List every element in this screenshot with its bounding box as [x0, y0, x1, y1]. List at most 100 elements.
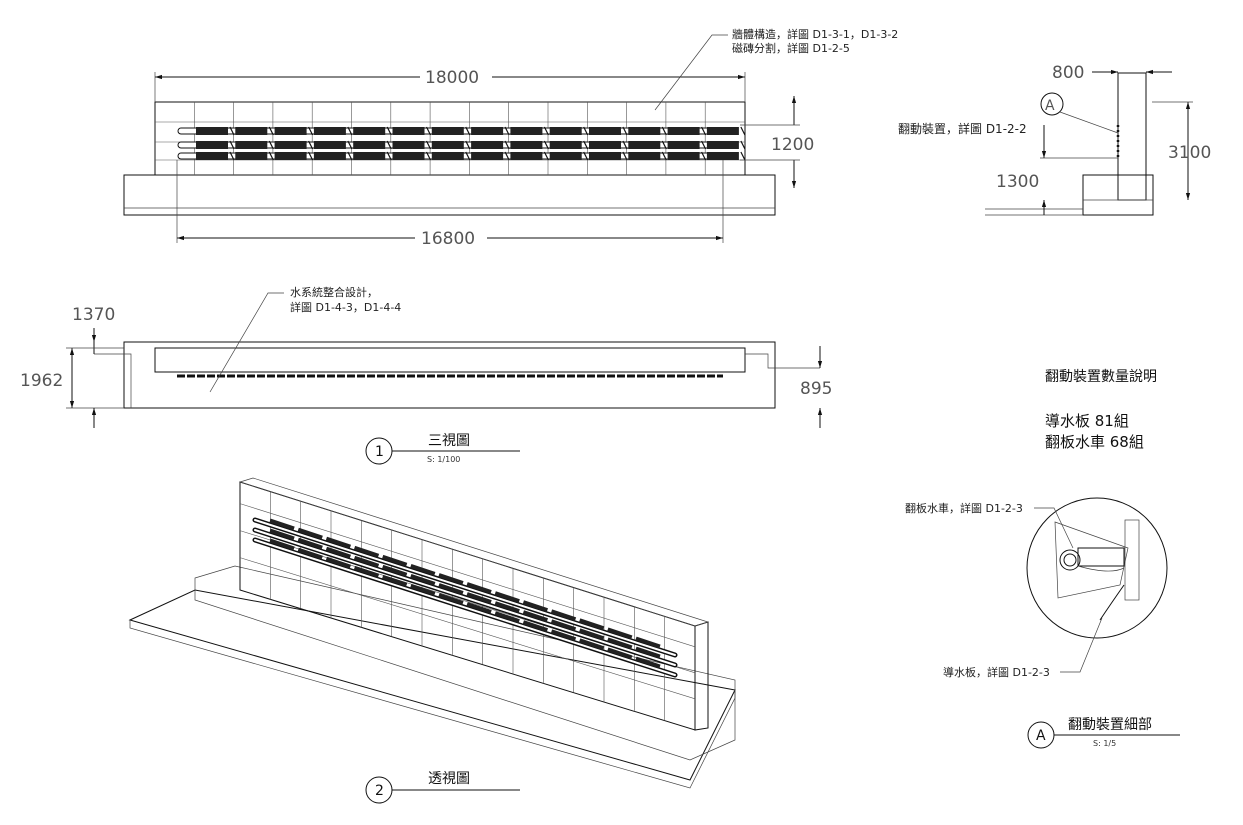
flip-plate: [392, 152, 425, 160]
persp-flip-plate: [353, 565, 380, 578]
plan-note-line2: 詳圖 D1-4-3，D1-4-4: [290, 300, 401, 314]
side-wall: [1117, 72, 1147, 201]
persp-tube-core: [254, 519, 676, 656]
front-base: [123, 174, 776, 216]
persp-flip-plate: [438, 593, 464, 605]
persp-flip-plate: [269, 528, 295, 541]
persp-flip-plate: [353, 545, 380, 558]
flip-plate: [392, 127, 425, 135]
flip-plate: [431, 127, 464, 135]
persp-flip-plate: [325, 546, 351, 559]
persp-flip-plate: [410, 583, 436, 596]
quantity-heading: 翻動裝置數量說明: [1045, 368, 1157, 385]
flip-joint: [347, 140, 353, 150]
flip-joint: [308, 126, 314, 136]
front-note-tile: 磁磚分割，詳圖 D1-2-5: [732, 41, 850, 55]
persp-flip-plate: [382, 574, 408, 587]
detail-axle-outer: [1059, 549, 1081, 571]
flip-plate: [706, 141, 739, 149]
persp-flip-plate: [579, 618, 605, 631]
flip-plate: [196, 141, 228, 149]
persp-flip-plate: [410, 563, 436, 576]
persp-flip-plate: [607, 647, 633, 660]
persp-flip-plate: [607, 637, 633, 650]
flip-plate: [549, 152, 582, 160]
flip-joint: [268, 140, 274, 150]
flip-joint: [425, 151, 432, 161]
flip-joint: [425, 140, 432, 150]
flip-joint: [543, 126, 549, 136]
persp-flip-plate: [297, 537, 323, 550]
dim-1370: 1370: [72, 305, 115, 325]
persp-flip-plate: [579, 628, 605, 641]
persp-wall-side: [694, 621, 709, 731]
flip-plate: [392, 141, 425, 149]
front-elevation: 18000 16800 1200 牆體構造，詳圖 D1-3-1，D1-3-2 磁…: [123, 27, 898, 249]
detail-a: 翻板水車，詳圖 D1-2-3 導水板，詳圖 D1-2-3 A 翻動裝置細部 S:…: [905, 497, 1180, 749]
detail-axle-inner: [1063, 553, 1077, 567]
perspective-view: [128, 477, 736, 789]
flip-joint: [583, 151, 589, 161]
dim-18000: 18000: [425, 68, 479, 88]
flip-joint: [504, 126, 510, 136]
flip-plate: [196, 152, 228, 160]
flip-plate: [471, 127, 504, 135]
flip-plate: [235, 152, 268, 160]
flip-joint: [661, 140, 667, 150]
flip-joint: [622, 126, 628, 136]
flip-joint: [229, 126, 235, 136]
persp-flip-plate: [635, 656, 661, 669]
flip-plate: [313, 127, 346, 135]
dim-1962: 1962: [20, 371, 63, 391]
flip-plate: [274, 127, 307, 135]
flip-joint: [740, 151, 746, 161]
view-label-1: 1 三視圖 S: 1/100: [365, 433, 520, 465]
persp-flip-plate: [269, 538, 295, 551]
side-bubble-a: [1040, 92, 1064, 116]
persp-flip-plate: [522, 620, 548, 633]
dim-1200: 1200: [771, 135, 814, 155]
dim-895: 895: [800, 379, 832, 399]
persp-flip-plate: [382, 564, 408, 577]
persp-base-slab: [128, 589, 736, 781]
quantity-note: 翻動裝置數量說明 導水板 81組 翻板水車 68組: [1045, 368, 1157, 451]
flip-plate: [431, 152, 464, 160]
flip-plate: [706, 127, 739, 135]
flip-joint: [622, 151, 628, 161]
dim-1300: 1300: [996, 172, 1039, 192]
flip-joint: [504, 151, 510, 161]
flip-joint: [465, 126, 471, 136]
flip-plate: [589, 127, 621, 135]
flip-plate: [706, 152, 739, 160]
front-water-tubes: [177, 126, 746, 161]
persp-flip-plate: [466, 592, 492, 604]
persp-flip-plate: [438, 583, 464, 595]
persp-flip-plate: [550, 619, 577, 632]
flip-joint: [386, 151, 392, 161]
dim-16800: 16800: [421, 229, 475, 249]
persp-flip-plate: [466, 582, 492, 594]
flip-joint: [701, 126, 707, 136]
flip-joint: [229, 140, 235, 150]
flip-joint: [661, 126, 667, 136]
persp-flip-plate: [297, 547, 323, 560]
flip-joint: [308, 140, 314, 150]
persp-flip-plate: [382, 554, 408, 567]
view-1-scale: S: 1/100: [427, 455, 460, 464]
persp-flip-plate: [494, 591, 520, 604]
flip-joint: [425, 126, 432, 136]
detail-guide-plate: [1099, 584, 1125, 621]
flip-joint: [740, 140, 746, 150]
side-note-device: 翻動裝置，詳圖 D1-2-2: [898, 121, 1027, 136]
flip-joint: [268, 151, 274, 161]
flip-plate: [628, 152, 661, 160]
flip-joint: [504, 140, 510, 150]
perspective-water-tubes: [252, 517, 678, 678]
flip-plate: [628, 127, 661, 135]
flip-plate: [549, 141, 582, 149]
view-2-title: 透視圖: [428, 771, 470, 787]
flip-joint: [308, 151, 314, 161]
persp-flip-plate: [269, 518, 295, 531]
persp-flip-plate: [353, 555, 380, 568]
